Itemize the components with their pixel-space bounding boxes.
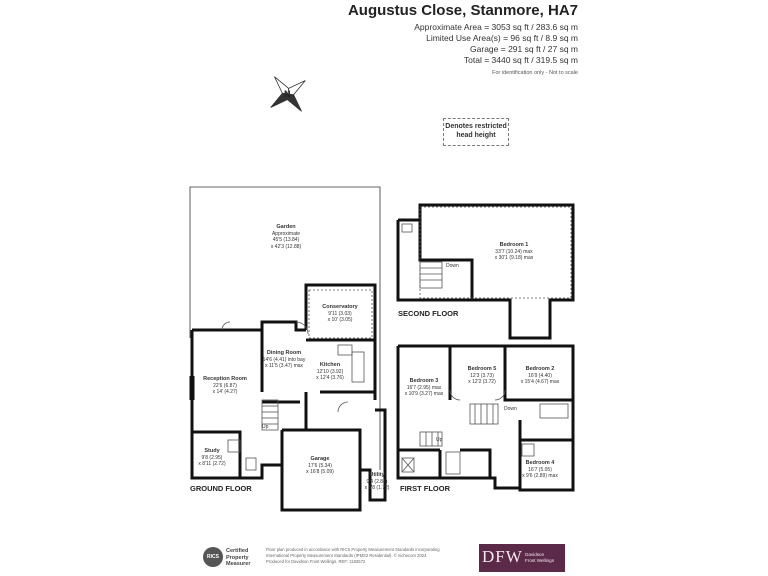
- measurement-disclaimer: Floor plan produced in accordance with R…: [266, 547, 440, 564]
- second-floor-details: [401, 206, 572, 299]
- compass-north-letter: N: [284, 89, 291, 99]
- garden-outline: [189, 186, 381, 470]
- agent-logo: DFW Davidson Frost Wellings: [479, 544, 565, 572]
- first-floor-walls: [396, 344, 575, 492]
- room-garage: Garage 17'6 (5.34) x 16'8 (5.09): [306, 456, 334, 475]
- room-bedroom-4: Bedroom 4 16'7 (5.05) x 9'6 (2.89) max: [522, 460, 558, 479]
- ground-floor-label: GROUND FLOOR: [190, 484, 252, 493]
- first-floor-label: FIRST FLOOR: [400, 484, 450, 493]
- ground-floor-walls: [190, 283, 387, 512]
- room-conservatory: Conservatory 9'11 (3.03) x 10' (3.05): [322, 304, 358, 323]
- compass-icon: [270, 76, 306, 112]
- first-stairs-up-label: Up: [436, 437, 443, 443]
- room-bedroom-2: Bedroom 2 16'9 (4.40) x 15'4 (4.67) max: [520, 366, 560, 385]
- room-garden: Garden Approximate 45'5 (13.84) x 42'3 (…: [270, 224, 302, 250]
- footer-bar: RICS Certified Property Measurer Floor p…: [200, 544, 570, 574]
- ground-stairs-up-label: Up: [262, 424, 269, 430]
- room-utility: Utility 9'4 (2.84) x 5'8 (1.72): [364, 472, 390, 491]
- room-study: Study 9'8 (2.95) x 8'11 (2.72): [198, 448, 226, 467]
- restricted-head-height-key: Denotes restricted head height: [443, 118, 509, 146]
- room-reception: Reception Room 22'6 (6.87) x 14' (4.27): [203, 376, 247, 395]
- second-floor-walls: [396, 203, 575, 340]
- rics-logo: RICS: [203, 547, 223, 567]
- area-line-approximate: Approximate Area = 3053 sq ft / 283.6 sq…: [414, 22, 578, 32]
- identification-note: For identification only - Not to scale: [492, 70, 578, 76]
- area-summary: Approximate Area = 3053 sq ft / 283.6 sq…: [414, 22, 578, 79]
- room-kitchen: Kitchen 12'10 (3.92) x 12'4 (3.76): [316, 362, 344, 381]
- agent-logo-mark: DFW: [482, 547, 523, 566]
- room-bedroom-5: Bedroom 5 12'3 (3.73) x 12'2 (3.72): [467, 366, 497, 385]
- agent-logo-name: Davidson Frost Wellings: [525, 552, 555, 563]
- second-stairs-down-label: Down: [446, 263, 459, 269]
- area-line-garage: Garage = 291 sq ft / 27 sq m: [470, 44, 578, 54]
- restricted-line-1: Denotes restricted: [445, 123, 507, 130]
- area-line-total: Total = 3440 sq ft / 319.5 sq m: [463, 55, 578, 65]
- room-bedroom-3: Bedroom 3 16'7 (2.95) max x 10'9 (3.27) …: [404, 378, 444, 397]
- second-floor-label: SECOND FLOOR: [398, 309, 459, 318]
- property-title: Augustus Close, Stanmore, HA7: [347, 2, 578, 19]
- room-bedroom-1: Bedroom 1 33'7 (10.24) max x 30'1 (9.18)…: [494, 242, 534, 261]
- first-floor-details: [401, 389, 569, 475]
- rics-certified-text: Certified Property Measurer: [226, 548, 251, 567]
- area-line-limited-use: Limited Use Area(s) = 96 sq ft / 8.9 sq …: [426, 33, 578, 43]
- room-dining: Dining Room 14'6 (4.41) into bay x 11'5 …: [262, 350, 306, 369]
- first-stairs-down-label: Down: [504, 406, 517, 412]
- ground-floor-details: [221, 289, 373, 471]
- restricted-line-2: head height: [456, 132, 496, 139]
